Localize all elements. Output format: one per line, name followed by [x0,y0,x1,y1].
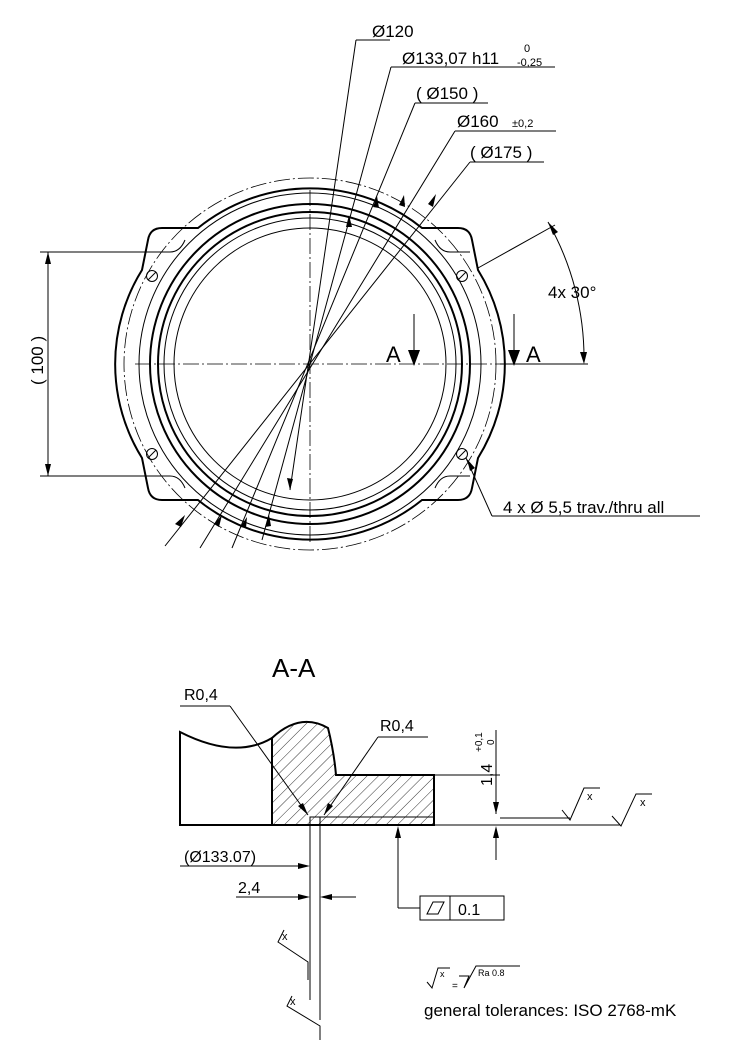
svg-text:x: x [640,797,646,809]
dim-d150: ( Ø150 ) [416,84,478,103]
section-markers: A A [386,314,541,367]
circle-d175-dashed [123,177,497,551]
top-view: Ø120 Ø133,07 h11 0 -0,25 ( Ø150 ) Ø160 ±… [28,22,700,551]
circle-d160 [138,192,482,536]
svg-text:x: x [290,996,296,1008]
hole-bottom-right [456,448,468,460]
ear-inner-right-bottom [434,475,470,489]
hole-top-right [456,270,468,282]
notes: x = Ra 0.8 general tolerances: ISO 2768-… [424,965,677,1020]
dim-d120: Ø120 [372,22,414,41]
dim-height: ( 100 ) [28,336,47,385]
dim-angle: 4x 30° [548,283,596,302]
svg-text:x: x [587,791,593,803]
surface-symbol-a [561,787,600,821]
hole-top-left [146,270,158,282]
svg-text:x: x [282,931,288,943]
dim-d160-tol: ±0,2 [512,118,533,130]
depth-tol-upper: +0,1 [474,732,485,752]
ear-inner-left-top [150,239,186,253]
depth-tol-lower: 0 [486,739,497,745]
diameter-leaders [164,39,556,549]
roughness-symbol-right [459,965,520,989]
depth-main: 1,4 [479,764,496,786]
mounting-holes [146,270,468,460]
section-marker-right: A [526,342,541,367]
hatched-section [271,721,435,826]
section-view: A-A R0,4 R0,4 1,4 +0,1 0 x x [179,653,652,1040]
hole-callout: 4 x Ø 5,5 trav./thru all [465,457,700,517]
radius-left: R0,4 [184,687,218,704]
circle-d133 [163,217,457,511]
circle-d150 [149,203,471,525]
diameter-ref: (Ø133.07) [184,849,256,866]
flatness-value: 0.1 [458,902,480,919]
dim-holes: 4 x Ø 5,5 trav./thru all [503,498,664,517]
section-title: A-A [272,653,316,683]
circle-d142 [157,211,463,517]
dim-d160: Ø160 [457,112,499,131]
dim-d133-tol-lower: -0,25 [517,57,542,69]
roughness-symbol-left [426,967,450,990]
ear-inner-left-bottom [150,475,186,489]
dim-d133: Ø133,07 h11 [402,49,499,68]
radius-right: R0,4 [380,718,414,735]
surface-symbol-b [611,793,652,827]
height-dimension: ( 100 ) [28,251,152,477]
surface-symbol-d [286,995,321,1040]
general-tolerances: general tolerances: ISO 2768-mK [424,1001,677,1020]
circle-d120 [173,227,447,501]
groove [309,816,321,826]
dim-d133-tol-upper: 0 [524,43,530,55]
svg-text:=: = [452,981,458,992]
angle-dimension: 4x 30° [477,221,596,365]
hole-bottom-left [146,448,158,460]
roughness-value: Ra 0.8 [478,968,505,978]
dim-d175: ( Ø175 ) [470,143,532,162]
flatness-icon [426,901,445,915]
ear-inner-right-top [434,239,470,253]
fcf-frame [419,895,505,921]
width-dim: 2,4 [238,880,260,897]
surface-symbol-c [277,929,309,980]
svg-text:x: x [440,969,445,979]
section-marker-left: A [386,342,401,367]
